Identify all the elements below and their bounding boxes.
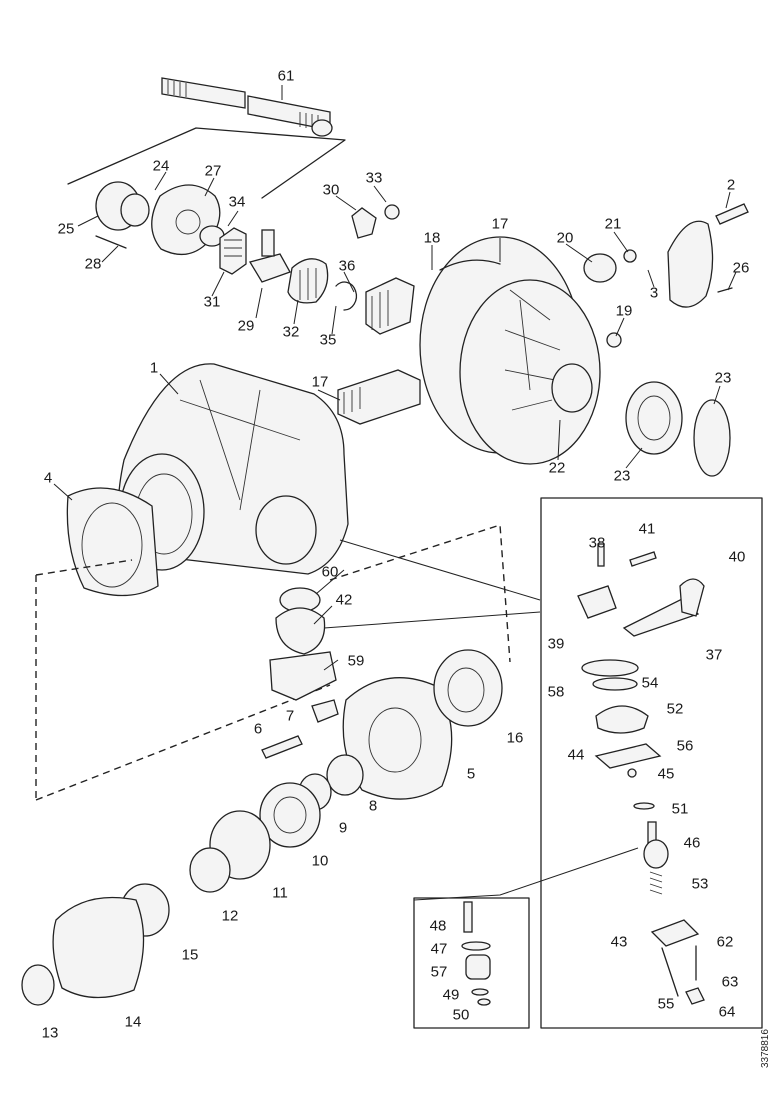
valve-detail-box — [413, 897, 530, 1029]
part-label-44: 43 — [610, 933, 628, 951]
part-label-36: 35 — [319, 331, 337, 349]
part-label-5: 5 — [466, 765, 476, 783]
part-label-62: 61 — [277, 67, 295, 85]
part-label-37: 36 — [338, 257, 356, 275]
part-label-16: 16 — [506, 729, 524, 747]
part-label-40: 39 — [547, 635, 565, 653]
part-label-45: 44 — [567, 746, 585, 764]
label-leader-lines — [53, 85, 737, 671]
ring-gear-and-pinion-part — [337, 236, 601, 465]
part-label-33: 32 — [282, 323, 300, 341]
part-label-15: 15 — [181, 946, 199, 964]
part-label-21: 20 — [556, 229, 574, 247]
part-label-19: 18 — [423, 229, 441, 247]
axle-shaft-part — [161, 77, 333, 137]
part-label-53: 52 — [666, 700, 684, 718]
part-label-14: 14 — [124, 1013, 142, 1031]
part-label-39: 38 — [588, 534, 606, 552]
part-label-43: 42 — [335, 591, 353, 609]
drawing-reference-code: 3378816 — [760, 1029, 771, 1068]
part-label-13: 13 — [41, 1024, 59, 1042]
part-label-28: 27 — [204, 162, 222, 180]
part-label-34: 33 — [365, 169, 383, 187]
part-label-17-lower: 17 — [311, 373, 329, 391]
part-label-59: 58 — [547, 683, 565, 701]
part-label-52: 51 — [671, 800, 689, 818]
part-label-24: 23 — [714, 369, 732, 387]
part-label-4: 4 — [43, 469, 53, 487]
gasket-part — [66, 487, 159, 597]
part-label-63: 62 — [716, 933, 734, 951]
part-label-48: 47 — [430, 940, 448, 958]
part-label-55: 54 — [641, 674, 659, 692]
part-label-32: 31 — [203, 293, 221, 311]
part-label-20: 19 — [615, 302, 633, 320]
part-label-60: 59 — [347, 652, 365, 670]
part-label-22: 21 — [604, 215, 622, 233]
part-label-29: 28 — [84, 255, 102, 273]
part-label-61: 60 — [321, 563, 339, 581]
shift-mechanism-parts — [577, 543, 705, 1005]
inter-axle-assembly-outline — [35, 524, 511, 801]
part-label-12: 12 — [221, 907, 239, 925]
part-label-6: 6 — [253, 720, 263, 738]
part-label-17-upper: 17 — [491, 215, 509, 233]
part-label-46: 45 — [657, 765, 675, 783]
shift-mechanism-detail-box — [540, 497, 763, 1029]
part-label-31: 30 — [322, 181, 340, 199]
part-label-18: 22 — [548, 459, 566, 477]
part-label-54: 53 — [691, 875, 709, 893]
assembly-plane-outline — [67, 127, 346, 199]
part-label-65: 64 — [718, 1003, 736, 1021]
part-label-23: 23 — [613, 467, 631, 485]
part-label-56: 55 — [657, 995, 675, 1013]
differential-gears-part — [95, 181, 415, 335]
part-label-50: 49 — [442, 986, 460, 1004]
part-label-35: 34 — [228, 193, 246, 211]
part-label-2: 2 — [726, 176, 736, 194]
part-label-26: 25 — [57, 220, 75, 238]
part-label-7: 7 — [285, 707, 295, 725]
part-label-51: 50 — [452, 1006, 470, 1024]
part-label-9: 9 — [338, 819, 348, 837]
part-label-27: 26 — [732, 259, 750, 277]
part-label-58: 57 — [430, 963, 448, 981]
part-label-38: 37 — [705, 646, 723, 664]
front-cover-parts — [21, 587, 503, 1006]
part-label-10: 10 — [311, 852, 329, 870]
part-label-25: 24 — [152, 157, 170, 175]
right-bearings-part — [583, 203, 749, 477]
part-label-49: 48 — [429, 917, 447, 935]
part-label-41: 40 — [728, 548, 746, 566]
valve-parts — [461, 901, 491, 1006]
part-label-8: 8 — [368, 797, 378, 815]
part-label-11: 11 — [272, 884, 288, 902]
part-label-1: 1 — [149, 359, 159, 377]
part-label-64: 63 — [721, 973, 739, 991]
part-label-57: 56 — [676, 737, 694, 755]
part-label-3: 3 — [649, 284, 659, 302]
part-label-30: 29 — [237, 317, 255, 335]
part-label-42: 41 — [638, 520, 656, 538]
part-label-47: 46 — [683, 834, 701, 852]
